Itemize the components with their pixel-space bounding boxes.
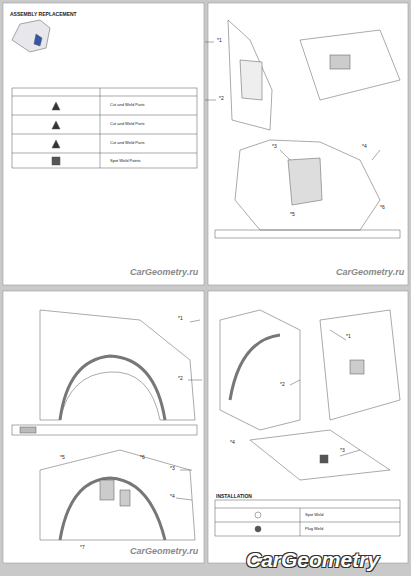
table-cell: INSTALLATION [216,494,252,500]
table-cell: Cut and Weld Parts [110,141,145,145]
callout-number: *1 [217,38,222,44]
watermark: CarGeometry.ru [130,547,198,557]
callout-number: *3 [340,448,345,454]
callout-number: *4 [170,494,175,500]
callout-number: *6 [380,205,385,211]
callout-number: *2 [178,376,183,382]
callout-number: *3 [272,144,277,150]
callout-number: *1 [346,334,351,340]
watermark: CarGeometry [246,548,379,571]
callout-number: *2 [280,382,285,388]
watermark: CarGeometry.ru [130,268,198,278]
table-cell: Spot Weld [305,513,323,517]
callout-number: *7 [80,545,85,551]
callout-number: *6 [140,455,145,461]
table-cell: Cut and Weld Parts [110,122,145,126]
callout-number: *5 [290,212,295,218]
callout-number: *5 [60,455,65,461]
callout-number: *3 [170,466,175,472]
callout-number: *2 [219,96,224,102]
watermark: CarGeometry.ru [336,268,404,278]
callout-number: *4 [230,440,235,446]
table-cell: Plug Weld [305,527,323,531]
table-cell: Cut and Weld Parts [110,103,145,107]
callout-number: *4 [362,144,367,150]
callout-number: *1 [178,316,183,322]
table-cell: ASSEMBLY REPLACEMENT [10,12,77,18]
table-cell: Spot Weld Points [110,159,141,163]
